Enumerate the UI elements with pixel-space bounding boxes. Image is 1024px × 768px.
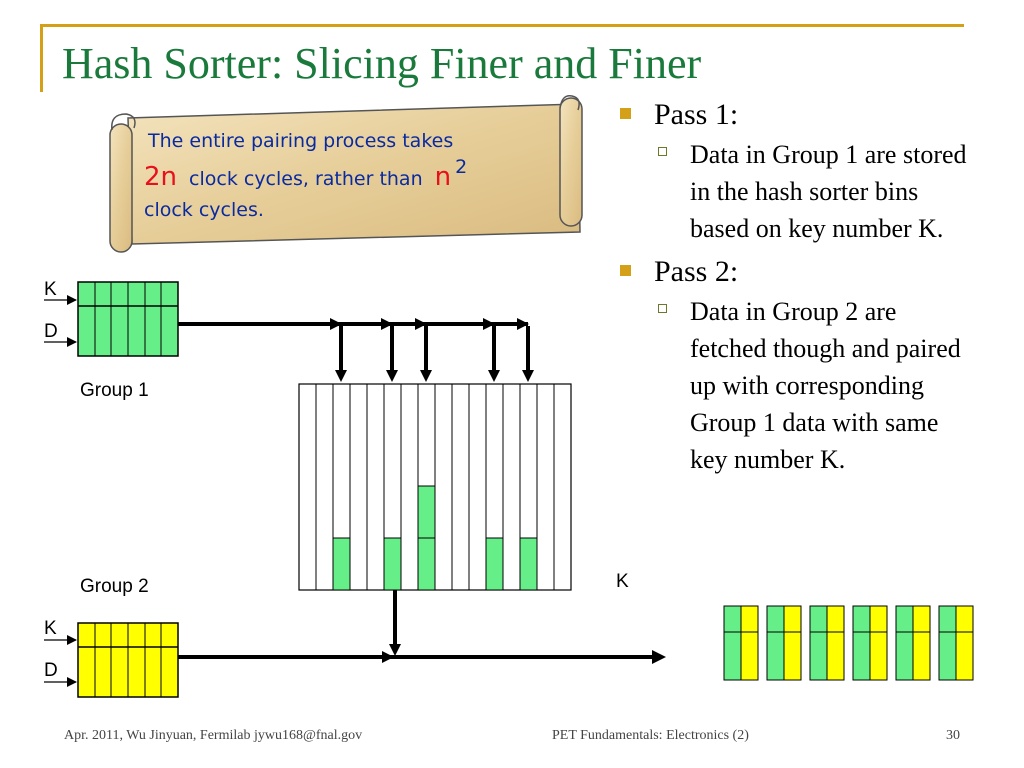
pass-2-description: Data in Group 2 are fetched though and p… <box>690 297 961 474</box>
bin-output-arrowhead <box>389 644 401 656</box>
callout-n: n <box>435 162 451 192</box>
bin-filled-cells <box>332 485 538 591</box>
hollow-square-bullet-icon <box>658 147 667 156</box>
callout-line3: clock cycles. <box>144 199 264 221</box>
group1-bus-taps <box>330 318 534 382</box>
title-frame-top <box>40 24 964 27</box>
callout-superscript: 2 <box>455 156 467 178</box>
paired-record <box>938 605 974 681</box>
callout-mid: clock cycles, rather than <box>189 168 423 190</box>
square-bullet-icon <box>620 265 631 276</box>
group2-d-label: D <box>44 660 58 681</box>
title-frame-left <box>40 24 43 92</box>
pass-1-title: Pass 1: <box>654 98 739 131</box>
pass-1-detail: Data in Group 1 are stored in the hash s… <box>654 136 970 247</box>
group1-register <box>77 281 179 357</box>
paired-record <box>766 605 802 681</box>
bullet-pass-1: Pass 1: Data in Group 1 are stored in th… <box>620 98 970 247</box>
square-bullet-icon <box>620 108 631 119</box>
slide-title: Hash Sorter: Slicing Finer and Finer <box>62 39 702 88</box>
bins-k-axis-label: K <box>616 571 629 592</box>
bullet-list: Pass 1: Data in Group 1 are stored in th… <box>620 98 970 486</box>
pass-2-title: Pass 2: <box>654 255 739 288</box>
footer-page-number: 30 <box>946 728 960 743</box>
paired-record <box>895 605 931 681</box>
group1-label: Group 1 <box>80 380 149 401</box>
group2-label: Group 2 <box>80 576 149 597</box>
hollow-square-bullet-icon <box>658 304 667 313</box>
footer-author: Apr. 2011, Wu Jinyuan, Fermilab jywu168@… <box>64 728 363 743</box>
paired-record <box>852 605 888 681</box>
output-arrowhead <box>652 650 666 664</box>
group2-merge-arrowhead <box>382 651 394 663</box>
group1-d-label: D <box>44 321 58 342</box>
callout-2n: 2n <box>144 162 177 192</box>
group2-register <box>77 622 179 698</box>
callout-line1: The entire pairing process takes <box>147 130 453 152</box>
group1-k-label: K <box>44 279 57 300</box>
bullet-pass-2: Pass 2: Data in Group 2 are fetched thou… <box>620 255 970 478</box>
callout-line2: 2n clock cycles, rather than n 2 <box>144 156 467 192</box>
paired-record <box>723 605 759 681</box>
callout-scroll: The entire pairing process takes 2n cloc… <box>109 95 583 253</box>
pass-1-description: Data in Group 1 are stored in the hash s… <box>690 140 967 243</box>
footer-course: PET Fundamentals: Electronics (2) <box>552 728 749 743</box>
paired-record <box>809 605 845 681</box>
group2-k-label: K <box>44 618 57 639</box>
paired-output-records <box>723 605 974 681</box>
pass-2-detail: Data in Group 2 are fetched though and p… <box>654 293 970 478</box>
